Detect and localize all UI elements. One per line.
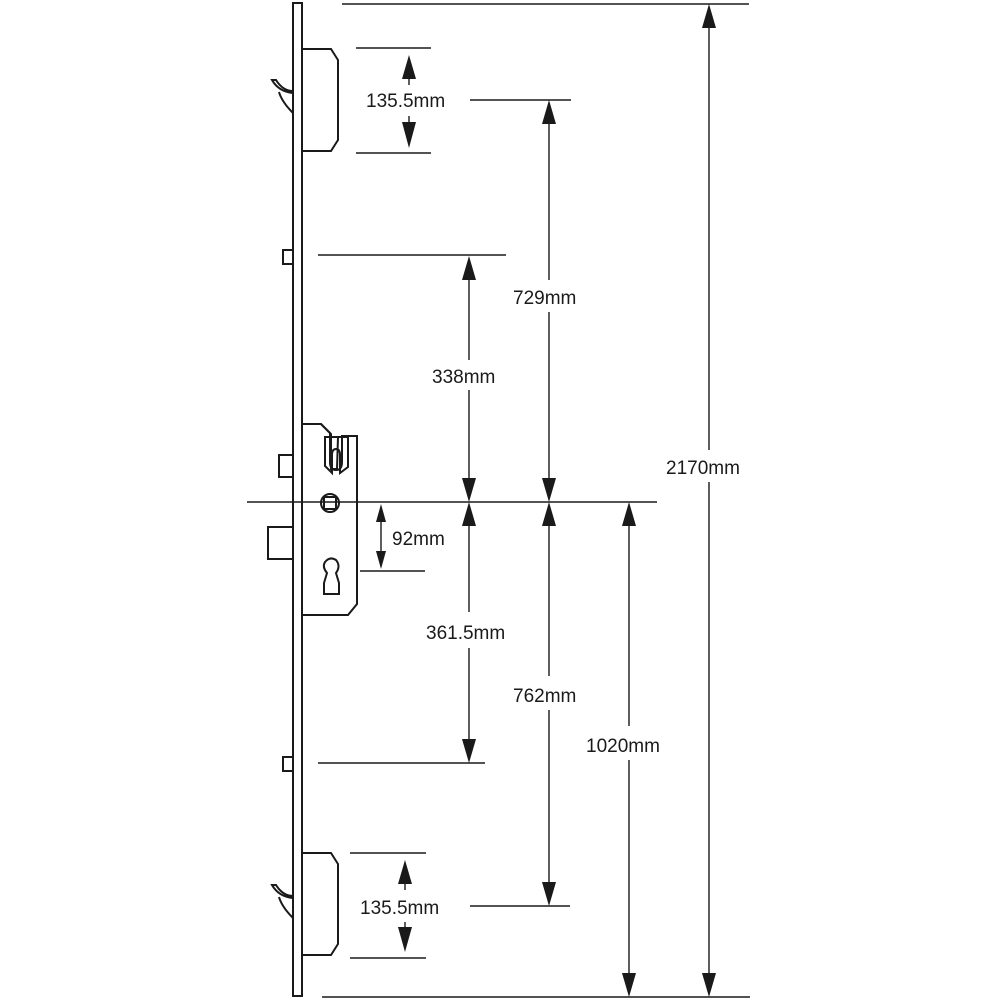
upper-roller (282, 249, 294, 265)
label-top-hook-to-centre: 729mm (513, 288, 576, 309)
latch-bolt (278, 454, 294, 478)
dim-top-hook-height (402, 55, 416, 148)
dim-total-length (702, 4, 716, 997)
follower-spindle-hole (320, 493, 340, 513)
label-centre-to-bottom: 1020mm (586, 736, 660, 757)
dim-centre-to-lower-roller (462, 502, 476, 763)
gearbox-body (302, 423, 358, 616)
label-centre-to-cylinder: 92mm (392, 529, 445, 550)
label-top-hook-height: 135.5mm (366, 91, 445, 112)
extension-lines (247, 3, 750, 998)
dim-centre-to-cylinder (376, 504, 386, 569)
label-upper-roller-to-centre: 338mm (432, 367, 495, 388)
dim-centre-to-bottom-hook (542, 502, 556, 906)
label-centre-to-bottom-hook: 762mm (513, 686, 576, 707)
dim-upper-roller-to-centre (462, 256, 476, 502)
top-hook-bolt (270, 48, 339, 152)
dim-bottom-hook-height (398, 860, 412, 952)
label-total-length: 2170mm (666, 458, 740, 479)
euro-cylinder-cutout (322, 557, 340, 595)
dim-centre-to-bottom (622, 502, 636, 997)
dim-top-hook-to-centre (542, 100, 556, 502)
bottom-hook-bolt (270, 852, 339, 956)
lower-roller (282, 756, 294, 772)
label-bottom-hook-height: 135.5mm (360, 898, 439, 919)
label-centre-to-lower-roller: 361.5mm (426, 623, 505, 644)
deadbolt (267, 526, 294, 560)
lock-faceplate (292, 2, 303, 997)
